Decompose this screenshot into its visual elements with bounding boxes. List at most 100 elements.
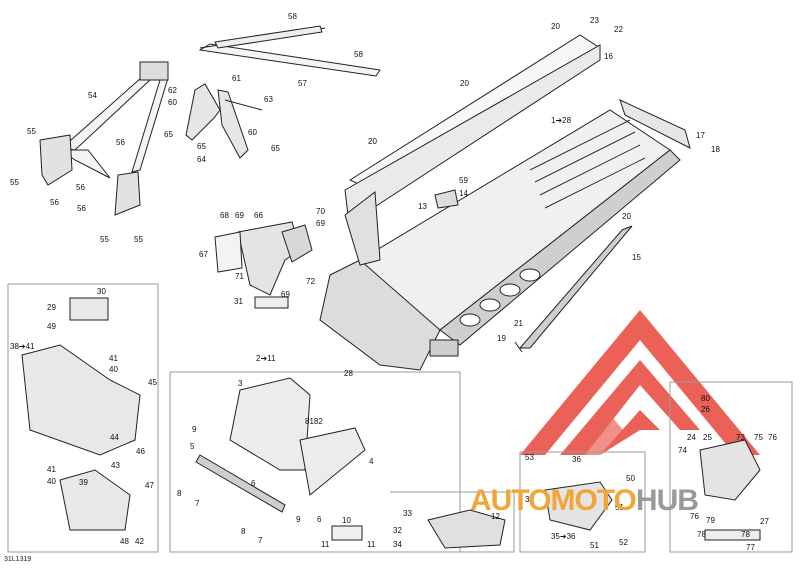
rail-15 [514,225,633,353]
callout-58: 58 [288,12,297,21]
callout-45: 45 [148,378,157,387]
callout-53: 53 [525,453,534,462]
callout-51: 51 [615,503,624,512]
callout-2-11: 2➔11 [256,354,276,363]
callout-4: 4 [369,457,374,466]
callout-7: 7 [195,499,200,508]
callout-60: 60 [168,98,177,107]
callout-22: 22 [614,25,623,34]
callout-1-28: 1➔28 [551,116,572,125]
watermark-part2: HUB [635,484,699,517]
callout-76: 76 [690,512,699,521]
callout-68: 68 [220,211,229,220]
callout-37: 37 [525,495,534,504]
callout-71: 71 [235,272,244,281]
callout-77: 77 [746,543,755,552]
callout-46: 46 [136,447,145,456]
callout-72: 72 [306,277,315,286]
callout-28: 28 [344,369,353,378]
callout-15: 15 [632,253,641,262]
callout-55: 55 [10,178,19,187]
callout-65: 65 [164,130,173,139]
callout-65: 65 [197,142,206,151]
callout-13: 13 [418,202,427,211]
front-suspension-module [195,377,366,541]
callout-6: 6 [317,515,322,524]
callout-20: 20 [460,79,469,88]
callout-59: 59 [459,176,468,185]
callout-17: 17 [696,131,705,140]
callout-57: 57 [298,79,307,88]
callout-55: 55 [100,235,109,244]
callout-5: 5 [190,442,195,451]
callout-19: 19 [497,334,506,343]
callout-29: 29 [47,303,56,312]
group-frames [7,283,793,553]
steering-arm-module [544,481,613,531]
callout-8182: 8182 [305,417,323,426]
callout-74: 74 [678,446,687,455]
callout-18: 18 [711,145,720,154]
callout-32: 32 [393,526,402,535]
bracket-66-assembly [214,221,313,309]
callout-23: 23 [590,16,599,25]
callout-9: 9 [296,515,301,524]
callout-8: 8 [177,489,182,498]
callout-41: 41 [109,354,118,363]
callout-51: 51 [590,541,599,550]
callout-33: 33 [403,509,412,518]
callout-50: 50 [626,474,635,483]
callout-62: 62 [168,86,177,95]
callout-16: 16 [604,52,613,61]
callout-56: 56 [116,138,125,147]
callout-52: 52 [619,538,628,547]
callout-79: 79 [706,516,715,525]
callout-65: 65 [271,144,280,153]
skid-plate-12 [427,509,506,549]
callout-64: 64 [197,155,206,164]
callout-56: 56 [76,183,85,192]
callout-60: 60 [248,128,257,137]
callout-48: 48 [120,537,129,546]
front-bumper-assembly [21,297,141,531]
tunnel-chassis [319,34,691,371]
callout-70: 70 [316,207,325,216]
watermark-logo [520,310,760,455]
callout-80: 80 [701,394,710,403]
callout-27: 27 [760,517,769,526]
callout-73: 73 [736,433,745,442]
callout-35-36: 35➔36 [551,532,576,541]
callout-69: 69 [281,290,290,299]
callout-41: 41 [47,465,56,474]
callout-55: 55 [134,235,143,244]
callout-14: 14 [459,189,468,198]
callout-76: 76 [768,433,777,442]
callout-34: 34 [393,540,402,549]
callout-66: 66 [254,211,263,220]
callout-21: 21 [514,319,523,328]
callout-61: 61 [232,74,241,83]
diagram-reference: 31L1319 [4,556,32,563]
callout-63: 63 [264,95,273,104]
callout-56: 56 [50,198,59,207]
callout-10: 10 [342,516,351,525]
callout-67: 67 [199,250,208,259]
callout-20: 20 [551,22,560,31]
steering-brackets [185,83,263,159]
callout-47: 47 [145,481,154,490]
callout-25: 25 [703,433,712,442]
callout-40: 40 [47,477,56,486]
callout-20: 20 [622,212,631,221]
callout-26: 26 [701,405,710,414]
a-frame-assembly [39,25,381,216]
callout-43: 43 [111,461,120,470]
callout-24: 24 [687,433,696,442]
callout-9: 9 [192,425,197,434]
callout-11: 11 [367,540,376,549]
callout-30: 30 [97,287,106,296]
callout-49: 49 [47,322,56,331]
callout-38-41: 38➔41 [10,342,35,351]
callout-54: 54 [88,91,97,100]
callout-6: 6 [251,479,256,488]
